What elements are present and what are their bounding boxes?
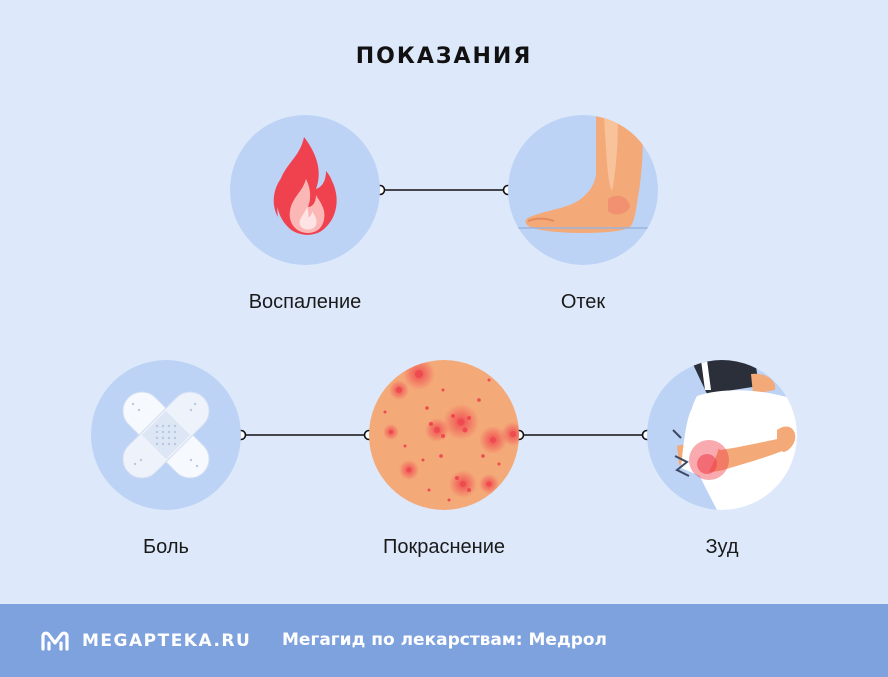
itching-arm-icon [672, 360, 797, 510]
crossed-bandage-icon [122, 391, 210, 479]
footer-bar: MEGAPTEKA.RU Мегагид по лекарствам: Медр… [0, 604, 888, 677]
footer-tagline: Мегагид по лекарствам: Медрол [282, 630, 607, 650]
flame-icon [273, 137, 337, 235]
megapteka-logo-icon [41, 631, 69, 651]
connector-pain-redness [235, 429, 375, 441]
connector-redness-itch [513, 429, 653, 441]
indication-inflammation-label: Воспаление [248, 291, 362, 313]
red-rash-skin-icon [383, 360, 519, 502]
connector-lines [235, 184, 653, 441]
indication-swelling-circle [508, 115, 658, 265]
indication-inflammation-circle [230, 115, 380, 265]
connector-inflammation-swelling [374, 184, 514, 196]
indication-itch-circle [647, 360, 797, 510]
indication-swelling-label: Отек [560, 291, 606, 313]
indication-itch-label: Зуд [705, 536, 739, 558]
swollen-foot-icon [516, 115, 650, 233]
indication-pain-circle [91, 360, 241, 510]
indication-redness-circle [369, 360, 519, 510]
brand-name: MEGAPTEKA.RU [82, 630, 252, 651]
indication-pain-label: Боль [143, 536, 189, 558]
page-title: ПОКАЗАНИЯ [355, 44, 533, 69]
brand[interactable]: MEGAPTEKA.RU [40, 604, 251, 677]
indication-redness-label: Покраснение [382, 536, 505, 558]
